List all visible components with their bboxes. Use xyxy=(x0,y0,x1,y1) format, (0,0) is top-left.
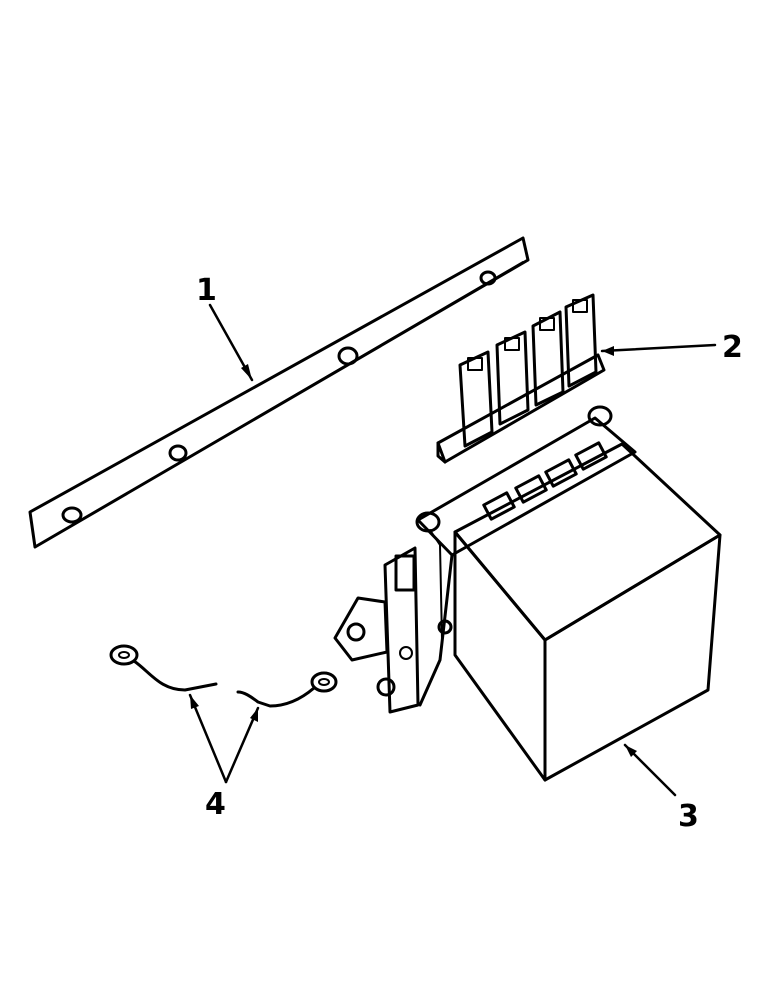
callout-4: 4 xyxy=(205,787,226,822)
strip-hole xyxy=(61,506,83,524)
callout-3: 3 xyxy=(678,799,699,834)
strip-hole xyxy=(479,270,497,286)
callout-1: 1 xyxy=(196,273,217,308)
ground-wires xyxy=(109,644,338,708)
terminal-connector xyxy=(436,293,606,464)
callout-2: 2 xyxy=(722,330,743,365)
voltage-regulator xyxy=(333,405,722,782)
leader-lines xyxy=(188,303,717,797)
strip-hole xyxy=(168,444,188,462)
mounting-strip xyxy=(28,236,530,549)
leader-4b xyxy=(224,706,260,784)
strip-hole xyxy=(337,346,359,366)
leader-4a xyxy=(188,693,228,784)
leader-2 xyxy=(600,343,717,353)
